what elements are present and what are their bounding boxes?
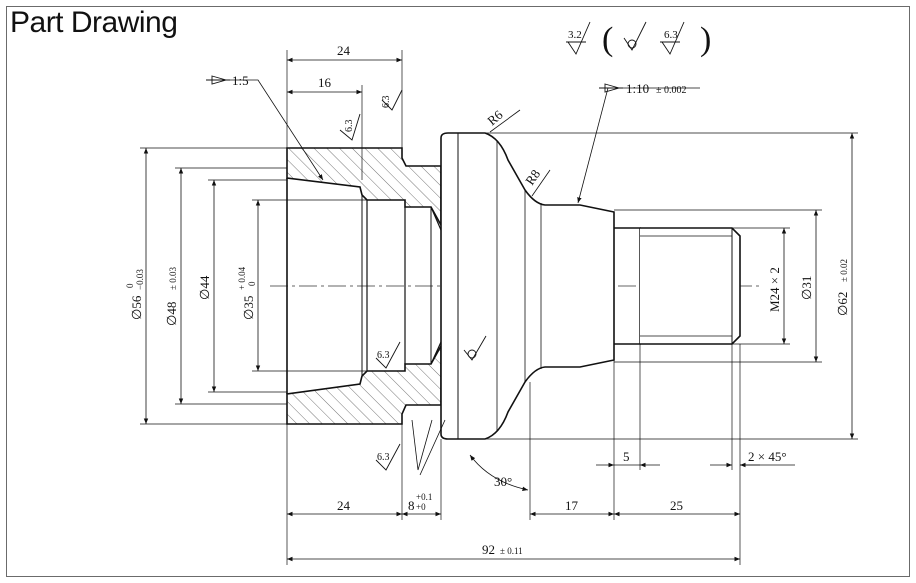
dim-d48: ∅48	[164, 302, 179, 326]
roughness-bore-top-a: 6.3	[344, 120, 355, 133]
dim-bottom-8-tol-dn: +0	[416, 502, 426, 512]
dim-m24: M24 × 2	[767, 267, 782, 312]
dim-d56: ∅56	[129, 295, 144, 320]
dim-bottom-17: 17	[565, 498, 579, 513]
roughness-paren-right: )	[700, 21, 711, 58]
sleeve-wall-lower	[286, 342, 442, 425]
dim-d62-tol: ± 0.02	[839, 259, 849, 282]
sleeve-wall-upper	[286, 147, 442, 229]
roughness-general: 3.2	[568, 29, 582, 41]
taper-symbols	[206, 75, 623, 93]
dim-d44: ∅44	[197, 275, 212, 300]
taper-left-label: 1:5	[232, 73, 249, 88]
dim-angle-30: 30°	[494, 474, 512, 489]
dim-d35-tol-up: + 0.04	[237, 266, 247, 290]
roughness-bottom-left: 6.3	[377, 452, 390, 463]
roughness-other: 6.3	[664, 29, 678, 41]
dim-bottom-8-tol-up: +0.1	[416, 492, 432, 502]
roughness-symbols	[339, 21, 685, 471]
drawing-frame	[6, 6, 910, 577]
dim-overall: 92	[482, 542, 495, 557]
dim-top-24: 24	[337, 43, 351, 58]
dim-d48-tol: ± 0.03	[168, 267, 178, 290]
dim-top-16: 16	[318, 75, 332, 90]
dim-groove-5: 5	[623, 449, 630, 464]
roughness-paren-left: (	[602, 21, 613, 58]
dim-bottom-25: 25	[670, 498, 683, 513]
radius-r6: R6	[484, 107, 506, 129]
dim-d35: ∅35	[241, 296, 256, 320]
roughness-bore-inner: 6.3	[377, 350, 390, 361]
taper-right-label: 1:10	[626, 81, 649, 96]
dim-bottom-24: 24	[337, 498, 351, 513]
dim-bottom-8: 8	[408, 498, 415, 513]
page-title: Part Drawing	[10, 6, 178, 39]
dim-overall-tol: ± 0.11	[500, 546, 523, 556]
dim-d56-tol-up: 0	[125, 283, 135, 288]
taper-right-tol: ± 0.002	[656, 85, 687, 96]
extension-lines	[140, 50, 858, 565]
dim-d35-tol-dn: 0	[247, 281, 257, 286]
radius-r8: R8	[522, 167, 543, 188]
dim-d31: ∅31	[799, 276, 814, 300]
roughness-bore-top-b: 6.3	[381, 96, 392, 109]
dim-chamfer: 2 × 45°	[748, 449, 787, 464]
dim-d62: ∅62	[835, 292, 850, 316]
dim-d56-tol-dn: −0.03	[135, 269, 145, 290]
